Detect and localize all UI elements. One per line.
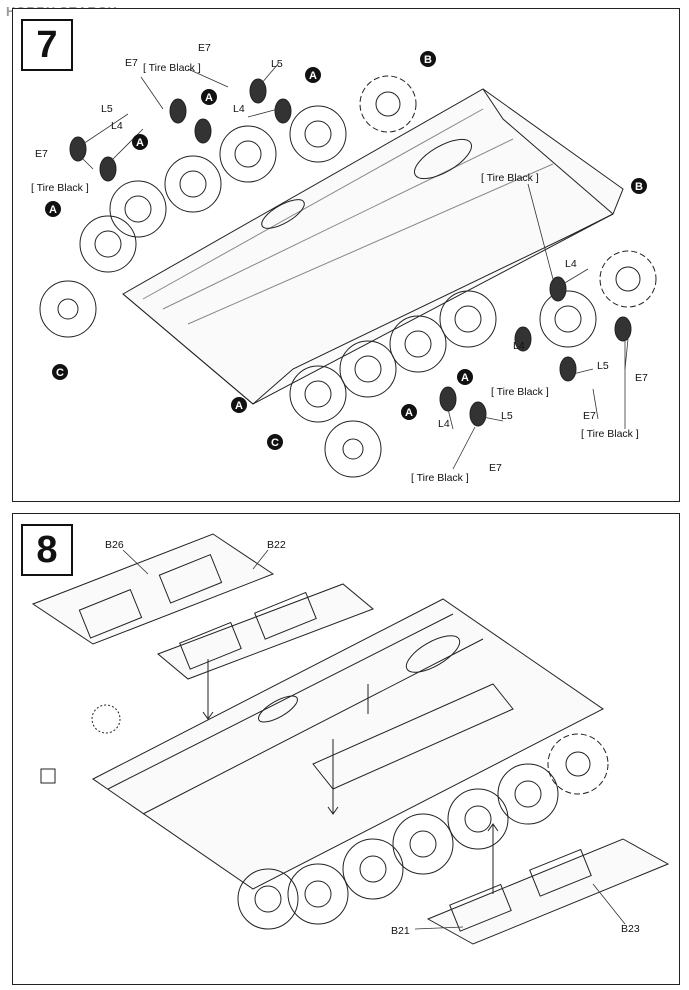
label-tire-black-4: [ Tire Black ] bbox=[491, 386, 549, 398]
step-7-panel: 7 bbox=[12, 8, 680, 502]
sprocket-lower bbox=[599, 250, 657, 308]
lower-road-wheels bbox=[289, 290, 597, 423]
callout-a-4: A bbox=[49, 204, 57, 216]
callout-a-6: A bbox=[405, 407, 413, 419]
label-l4-3: L4 bbox=[565, 258, 577, 270]
label-l5-1: L5 bbox=[271, 58, 283, 70]
label-e7-3: E7 bbox=[35, 148, 48, 160]
label-e7-4: E7 bbox=[635, 372, 648, 384]
label-l4-5: L4 bbox=[438, 418, 450, 430]
callout-a-5: A bbox=[461, 372, 469, 384]
idler-wheel-left bbox=[39, 280, 97, 338]
callout-a-3: A bbox=[136, 137, 144, 149]
label-tire-black-5: [ Tire Black ] bbox=[581, 428, 639, 440]
label-l4-2: L4 bbox=[111, 120, 123, 132]
upper-road-wheels bbox=[79, 105, 347, 273]
fender-middle bbox=[157, 583, 374, 680]
callout-a-1: A bbox=[309, 70, 317, 82]
callout-a-7: A bbox=[235, 400, 243, 412]
step-8-panel: 8 bbox=[12, 513, 680, 985]
label-tire-black-3: [ Tire Black ] bbox=[481, 172, 539, 184]
label-e7-5: E7 bbox=[583, 410, 596, 422]
label-b23: B23 bbox=[621, 923, 640, 935]
step-8-diagram: B26 B22 B21 B23 bbox=[31, 533, 670, 945]
detail-part-circle bbox=[91, 704, 121, 734]
label-e7-6: E7 bbox=[489, 462, 502, 474]
detail-part-square bbox=[40, 768, 56, 784]
label-l5-2: L5 bbox=[101, 103, 113, 115]
label-e7-1: E7 bbox=[125, 57, 138, 69]
sprocket-upper bbox=[359, 75, 417, 133]
label-tire-black-2: [ Tire Black ] bbox=[31, 182, 89, 194]
idler-wheel-right bbox=[324, 420, 382, 478]
label-l4-4: L4 bbox=[513, 340, 525, 352]
label-l5-4: L5 bbox=[501, 410, 513, 422]
callout-b-1: B bbox=[424, 54, 432, 66]
label-l4-1: L4 bbox=[233, 103, 245, 115]
label-tire-black-6: [ Tire Black ] bbox=[411, 472, 469, 484]
label-tire-black-1: [ Tire Black ] bbox=[143, 62, 201, 74]
callout-a-2: A bbox=[205, 92, 213, 104]
label-l5-3: L5 bbox=[597, 360, 609, 372]
label-b22: B22 bbox=[267, 539, 286, 551]
hull-top-shape bbox=[92, 598, 604, 890]
label-e7-2: E7 bbox=[198, 42, 211, 54]
callout-b-2: B bbox=[635, 181, 643, 193]
lower-road-wheels-step8 bbox=[237, 733, 609, 930]
callout-c-1: C bbox=[56, 367, 64, 379]
fender-b21-b23 bbox=[426, 838, 670, 945]
label-b26: B26 bbox=[105, 539, 124, 551]
hull-hatch-shape bbox=[414, 138, 472, 180]
step-7-diagram: E7 E7 [ Tire Black ] L5 L5 L4 L4 E7 [ Ti… bbox=[31, 42, 657, 484]
callout-c-2: C bbox=[271, 437, 279, 449]
label-b21: B21 bbox=[391, 925, 410, 937]
step-8-number: 8 bbox=[21, 524, 73, 576]
step-7-number: 7 bbox=[21, 19, 73, 71]
